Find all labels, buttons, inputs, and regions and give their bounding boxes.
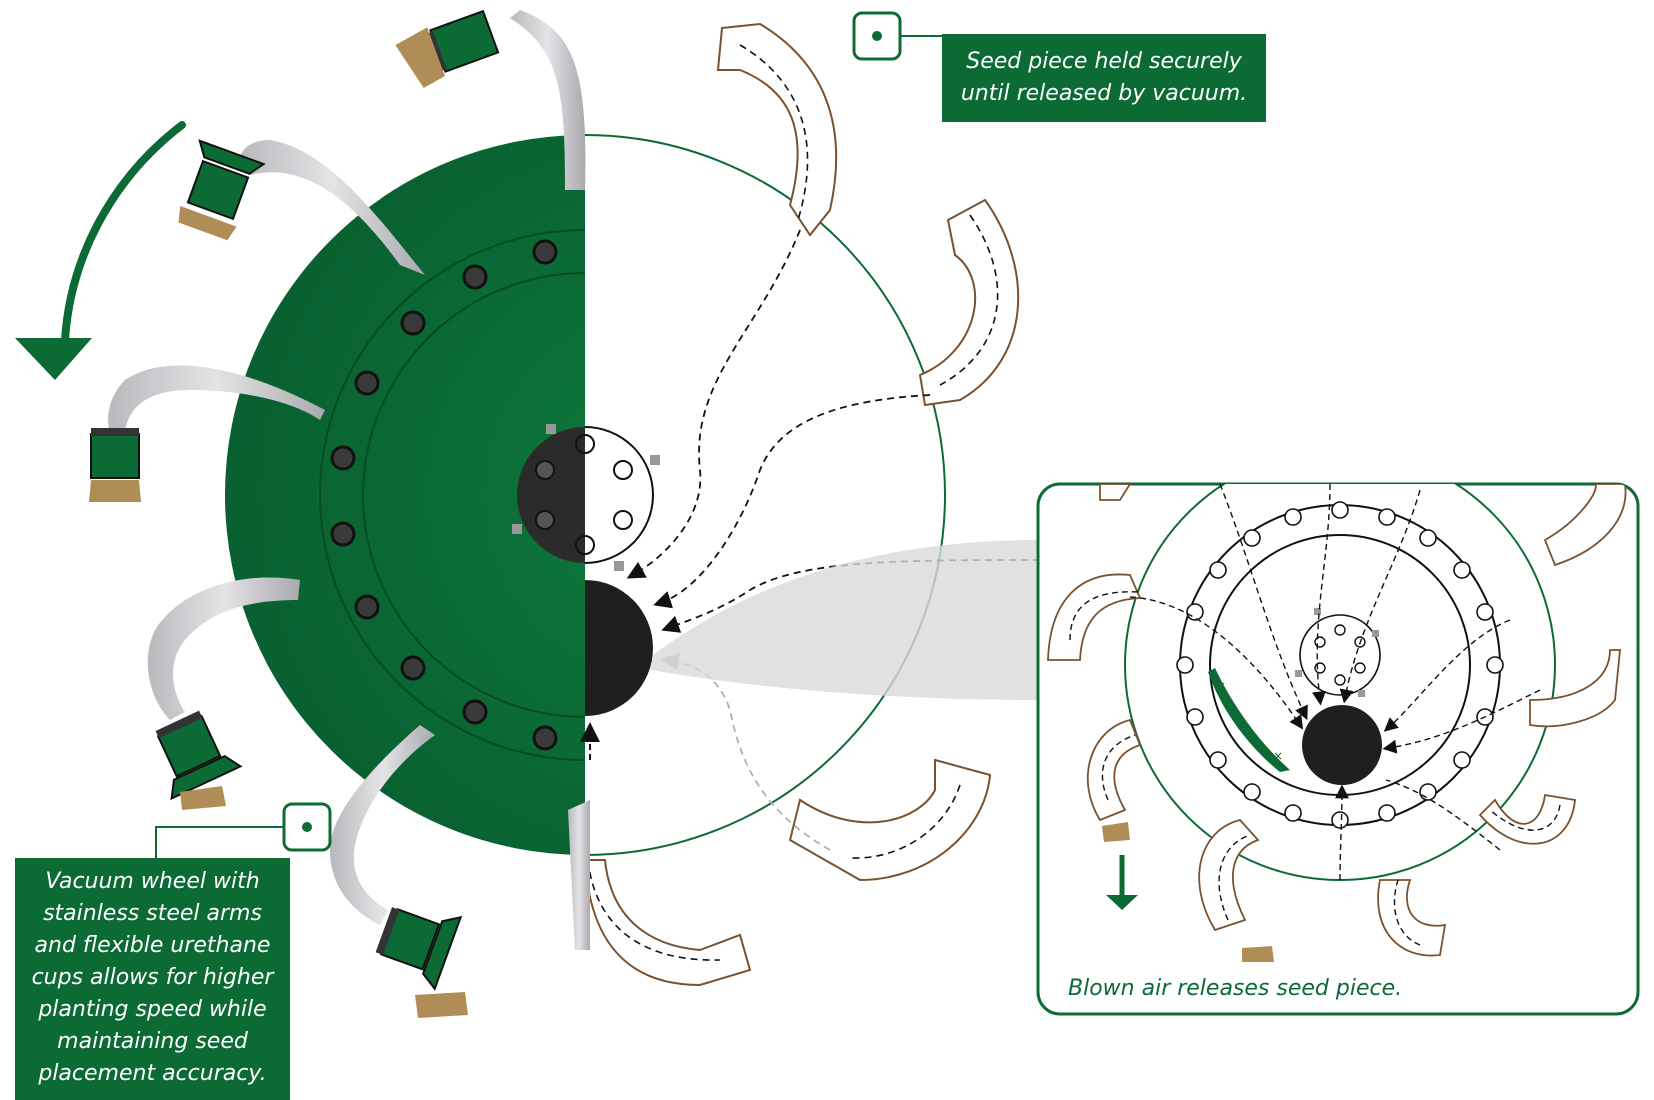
callout-vacuum-wheel: Vacuum wheel with stainless steel arms a… bbox=[15, 858, 290, 1100]
callout-seed-held: Seed piece held securely until released … bbox=[942, 34, 1266, 122]
down-arrow-icon bbox=[1106, 855, 1138, 910]
green-wheel-half bbox=[225, 135, 585, 855]
callout-vacuum-wheel-line-6: maintaining seed bbox=[57, 1029, 248, 1054]
hub bbox=[512, 424, 660, 571]
callout-seed-held-line-2: until released by vacuum. bbox=[960, 81, 1248, 106]
callout-vacuum-wheel-line-4: cups allows for higher bbox=[31, 965, 274, 990]
steel-arms bbox=[89, 9, 590, 1018]
callout-seed-held-line-1: Seed piece held securely bbox=[966, 49, 1242, 74]
callout-vacuum-wheel-line-5: planting speed while bbox=[38, 997, 267, 1022]
zoom-wedge bbox=[640, 540, 1040, 700]
bolt-holes bbox=[330, 239, 558, 751]
svg-text:×: × bbox=[1216, 679, 1226, 693]
outline-arms bbox=[583, 22, 1020, 987]
callout-marker-icon bbox=[155, 11, 942, 858]
inset-panel: × × bbox=[1036, 482, 1640, 1016]
rotation-arrow-icon bbox=[15, 121, 186, 380]
callout-vacuum-wheel-line-2: stainless steel arms bbox=[43, 901, 262, 926]
callout-vacuum-wheel-line-7: placement accuracy. bbox=[38, 1061, 267, 1086]
callout-vacuum-wheel-line-3: and flexible urethane bbox=[34, 933, 271, 958]
inset-caption: Blown air releases seed piece. bbox=[1068, 976, 1403, 1001]
svg-text:×: × bbox=[1273, 749, 1283, 763]
callout-vacuum-wheel-line-1: Vacuum wheel with bbox=[45, 869, 260, 894]
vacuum-chamber bbox=[585, 580, 653, 716]
